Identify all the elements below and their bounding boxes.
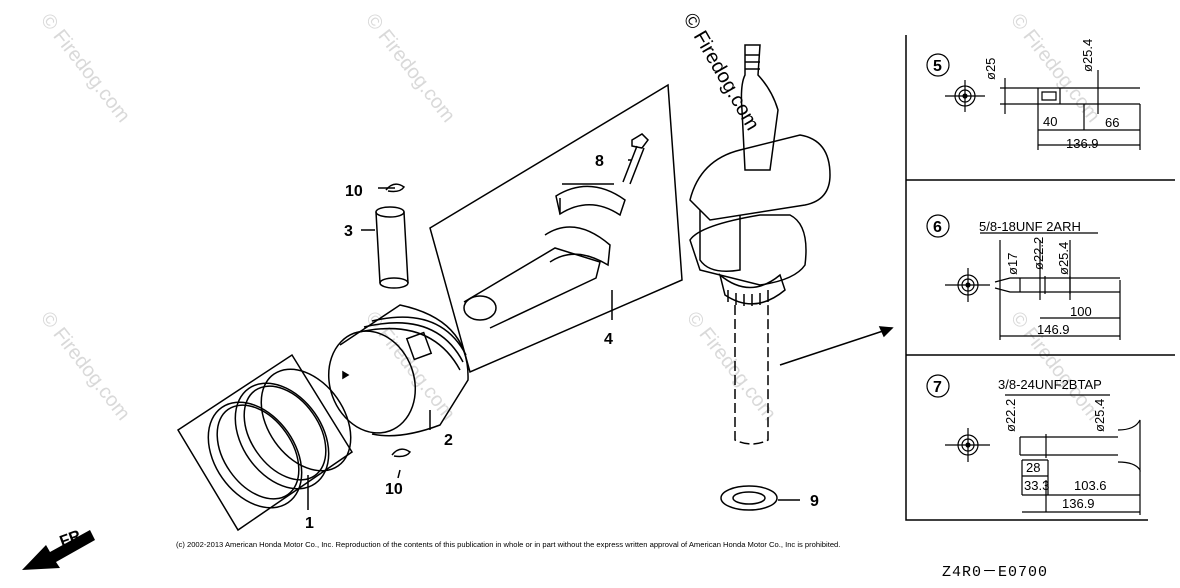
front-label: FR. bbox=[58, 526, 88, 551]
detail-6-thread: 5/8-18UNF 2ARH bbox=[979, 219, 1081, 234]
detail-7-28: 28 bbox=[1026, 460, 1040, 475]
detail-6-dia-22-2: ø22.2 bbox=[1031, 237, 1046, 270]
detail-6-id: 6 bbox=[933, 219, 942, 236]
piston-pin[interactable] bbox=[375, 206, 409, 289]
detail-5-dia-25: ø25 bbox=[983, 58, 998, 80]
detail-5-40: 40 bbox=[1043, 114, 1057, 129]
detail-7-dia-22-2: ø22.2 bbox=[1003, 399, 1018, 432]
piston-rings[interactable] bbox=[176, 352, 369, 532]
detail-7-103-6: 103.6 bbox=[1074, 478, 1107, 493]
callout-4: 4 bbox=[604, 331, 613, 348]
callout-3: 3 bbox=[344, 223, 353, 240]
detail-6-dia-25-4: ø25.4 bbox=[1056, 242, 1071, 275]
detail-7-dia-25-4: ø25.4 bbox=[1092, 399, 1107, 432]
watermark-dark: © Firedog.com bbox=[679, 10, 764, 135]
callout-9: 9 bbox=[810, 493, 819, 510]
detail-5: 5 ø25 ø25.4 40 66 136.9 bbox=[926, 39, 1141, 151]
detail-5-66: 66 bbox=[1105, 115, 1119, 130]
watermark: © Firedog.com bbox=[361, 10, 459, 127]
detail-7-136-9: 136.9 bbox=[1062, 496, 1095, 511]
watermark: © Firedog.com bbox=[36, 308, 134, 425]
circlip-upper[interactable] bbox=[385, 183, 406, 193]
detail-5-id: 5 bbox=[933, 58, 942, 75]
detail-7-33-3: 33.3 bbox=[1024, 478, 1049, 493]
connecting-rod-bolt[interactable] bbox=[622, 133, 649, 185]
callout-2: 2 bbox=[444, 432, 453, 449]
detail-7-thread: 3/8-24UNF2BTAP bbox=[998, 377, 1102, 392]
detail-7-id: 7 bbox=[933, 379, 942, 396]
copyright-notice: (c) 2002-2013 American Honda Motor Co., … bbox=[176, 540, 841, 549]
piston[interactable] bbox=[315, 304, 469, 445]
callout-8: 8 bbox=[595, 153, 604, 170]
diagram-code: Z4R0－E0700 bbox=[942, 564, 1049, 581]
detail-7: 7 3/8-24UNF2BTAP ø22.2 ø25.4 28 33.3 103… bbox=[926, 374, 1141, 515]
detail-6-100: 100 bbox=[1070, 304, 1092, 319]
detail-5-136-9: 136.9 bbox=[1066, 136, 1099, 151]
watermark: © Firedog.com bbox=[682, 308, 780, 425]
detail-5-dia-25-4: ø25.4 bbox=[1080, 39, 1095, 72]
detail-6: 6 5/8-18UNF 2ARH ø17 ø22.2 ø25.4 100 146… bbox=[926, 214, 1121, 340]
callout-1: 1 bbox=[305, 515, 314, 532]
callout-10-lower: 10 bbox=[385, 481, 403, 498]
callout-labels: 1 2 3 4 8 9 10 10 bbox=[305, 153, 819, 532]
detail-6-dia-17: ø17 bbox=[1005, 253, 1020, 275]
front-arrow-icon: FR. bbox=[22, 526, 95, 570]
thrust-washer[interactable] bbox=[720, 485, 778, 511]
crankshaft[interactable] bbox=[689, 44, 831, 445]
watermark: © Firedog.com bbox=[36, 10, 134, 127]
detail-6-146-9: 146.9 bbox=[1037, 322, 1070, 337]
callout-10-upper: 10 bbox=[345, 183, 363, 200]
circlip-lower[interactable] bbox=[391, 448, 412, 458]
connecting-rod[interactable] bbox=[429, 83, 683, 374]
